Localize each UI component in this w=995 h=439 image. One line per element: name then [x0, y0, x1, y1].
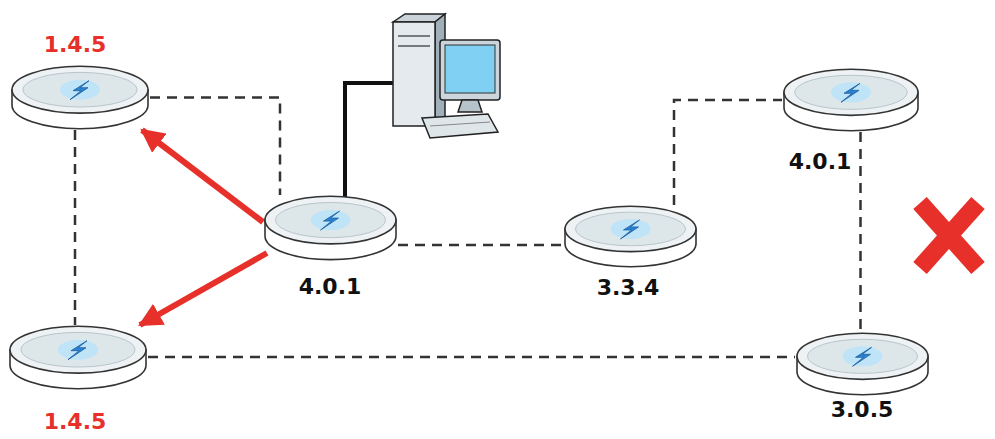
drive-bay — [398, 35, 430, 37]
disc-face — [23, 72, 137, 107]
firmware-version: 3.0.5 — [831, 397, 894, 423]
bolt-icon — [853, 347, 872, 366]
tower-front — [393, 22, 435, 126]
route-arrow — [142, 130, 263, 222]
route-arrow — [140, 253, 267, 325]
mesh-link — [74, 130, 77, 325]
keyboard — [422, 114, 498, 138]
mesh-router: 1.4.5 — [10, 65, 150, 130]
fail-cross — [920, 203, 978, 268]
pc-cable — [345, 83, 395, 198]
drive-bay — [398, 45, 430, 47]
mesh-router: 3.3.4 — [563, 205, 698, 268]
bolt-halo — [311, 210, 351, 230]
router-disc — [782, 68, 920, 132]
disc-top — [12, 66, 148, 113]
router-disc — [8, 325, 148, 390]
mesh-router: 4.0.1 — [782, 68, 920, 132]
bolt-icon — [841, 83, 860, 102]
disc-face — [21, 332, 135, 367]
disc-top — [565, 206, 696, 251]
bolt-icon — [621, 220, 640, 239]
bolt-halo — [58, 340, 98, 360]
firmware-version: 1.4.5 — [44, 409, 107, 435]
mesh-link — [859, 132, 862, 332]
firmware-version: 4.0.1 — [299, 274, 362, 300]
disc-face — [795, 75, 908, 109]
mesh-link — [398, 244, 563, 247]
cross-stroke — [920, 203, 978, 268]
disc-top — [10, 326, 146, 373]
bolt-halo — [831, 82, 871, 102]
mesh-link — [150, 98, 280, 196]
bolt-halo — [843, 346, 883, 366]
router-disc — [10, 65, 150, 130]
router-disc — [263, 195, 398, 261]
cross-stroke — [920, 203, 978, 268]
firmware-version: 3.3.4 — [597, 275, 660, 301]
router-disc — [563, 205, 698, 268]
bolt-icon — [68, 341, 87, 360]
mesh-router: 4.0.1 — [263, 195, 398, 261]
mesh-link — [148, 356, 795, 359]
firmware-version: 1.4.5 — [44, 32, 107, 58]
disc-top — [784, 69, 918, 115]
mesh-link — [674, 100, 782, 205]
bolt-halo — [611, 219, 651, 239]
bolt-icon — [321, 211, 340, 230]
disc-face — [275, 202, 385, 237]
bolt-icon — [70, 81, 89, 100]
firmware-version: 4.0.1 — [789, 149, 852, 175]
computer-illustration — [393, 14, 500, 138]
keyboard-keys — [430, 122, 490, 126]
monitor-stand — [458, 100, 482, 112]
mesh-router: 1.4.5 — [8, 325, 148, 390]
disc-top — [797, 333, 928, 379]
router-disc — [795, 332, 930, 396]
mesh-router: 3.0.5 — [795, 332, 930, 396]
disc-top — [265, 196, 396, 244]
bolt-halo — [60, 80, 100, 100]
disc-face — [575, 212, 685, 246]
monitor-frame — [440, 40, 500, 100]
disc-face — [807, 339, 917, 373]
monitor-screen — [445, 45, 495, 93]
